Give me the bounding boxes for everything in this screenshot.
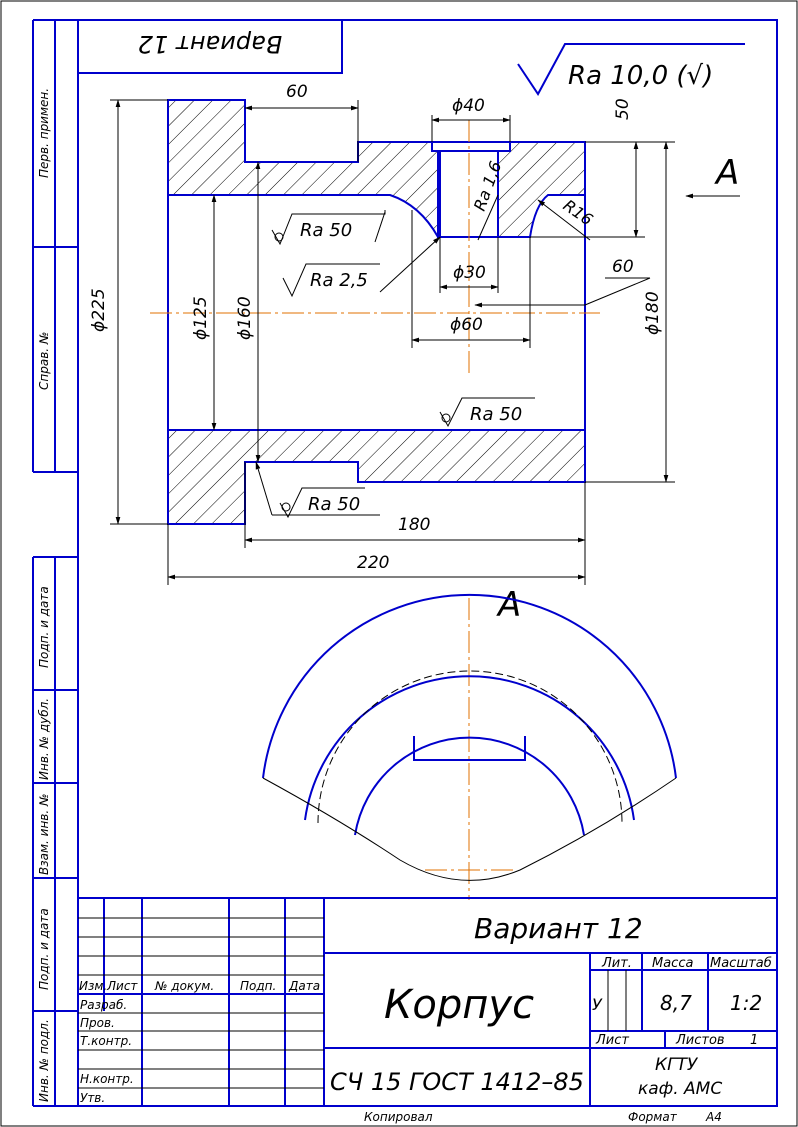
ra-50-b: Ra 50 [470, 404, 522, 425]
tb-masshtab-label: Масштаб [710, 956, 772, 971]
tb-tkontr: Т.контр. [80, 1034, 132, 1048]
tb-col-izm: Изм. [79, 979, 107, 993]
dim-60-top: 60 [286, 82, 308, 102]
tb-nkontr: Н.контр. [80, 1072, 134, 1086]
ra-50-c: Ra 50 [308, 494, 360, 515]
title-block-thin-lines [78, 917, 627, 1089]
tb-col-data: Дата [288, 979, 320, 993]
dim-50: 50 [613, 98, 633, 120]
view-arrow-label: A [714, 153, 739, 193]
footer-format: Формат [628, 1110, 678, 1124]
lower-wall-hatch [167, 429, 586, 525]
dim-220: 220 [357, 553, 389, 573]
tb-masshtab-value: 1:2 [730, 991, 762, 1015]
dim-r16: R16 [560, 196, 597, 230]
dim-180: 180 [398, 515, 430, 535]
tb-org-line1: КГТУ [655, 1055, 699, 1075]
view-a-label: A [496, 585, 521, 625]
footer-format-value: А4 [705, 1110, 722, 1124]
drawing-frame [77, 19, 778, 1107]
tb-listov-value: 1 [750, 1033, 758, 1048]
tb-razrab: Разраб. [80, 998, 127, 1012]
stamp-perv-primen: Перв. примен. [37, 88, 51, 178]
tb-variant: Вариант 12 [474, 912, 643, 945]
dim-d60: ϕ60 [450, 315, 483, 335]
dimensions-section [110, 99, 675, 585]
top-variant-box [77, 19, 343, 74]
tb-col-podp: Подп. [240, 979, 276, 993]
dim-d40: ϕ40 [452, 96, 485, 116]
stamp-inv-dubl: Инв. № дубл. [37, 698, 51, 780]
tb-lit-value: У [592, 995, 603, 1014]
stamp-podp-data-1: Подп. и дата [37, 586, 51, 668]
tb-lit-label: Лит. [601, 956, 632, 971]
hole-counterbore [431, 141, 511, 152]
title-block-lines [78, 897, 777, 1106]
tb-name: Корпус [384, 982, 534, 1028]
tb-material: СЧ 15 ГОСТ 1412–85 [330, 1068, 584, 1096]
tb-list-label: Лист [595, 1033, 629, 1048]
tb-massa-label: Масса [652, 956, 693, 971]
dim-d30: ϕ30 [453, 263, 486, 283]
dim-d160: ϕ160 [235, 296, 255, 340]
dim-d225: ϕ225 [89, 288, 109, 332]
dim-60-right: 60 [612, 257, 634, 277]
tb-massa-value: 8,7 [660, 991, 692, 1015]
dim-d180-dia: ϕ180 [643, 291, 663, 335]
ra-25: Ra 2,5 [310, 270, 368, 291]
top-variant-text: Вариант 12 [138, 30, 283, 58]
tb-utv: Утв. [80, 1091, 105, 1105]
tb-org-line2: каф. АМС [638, 1079, 722, 1099]
upper-wall-hatch [167, 99, 586, 238]
stamp-podp-data-2: Подп. и дата [37, 908, 51, 990]
tb-col-list: Лист [106, 979, 138, 993]
view-a [262, 594, 677, 900]
stamp-inv-podl: Инв. № подл. [37, 1019, 51, 1102]
tb-col-doc: № докум. [154, 979, 214, 993]
section-view [150, 99, 600, 525]
side-stamps [32, 19, 78, 1107]
roughness-marks [255, 210, 535, 519]
tb-prov: Пров. [80, 1016, 115, 1030]
stamp-vzam-inv: Взам. инв. № [37, 794, 51, 875]
general-roughness-text: Ra 10,0 (√) [568, 61, 713, 91]
tb-listov-label: Листов [675, 1033, 725, 1048]
general-roughness-sign [517, 43, 745, 96]
stamp-sprav-no: Справ. № [37, 332, 51, 390]
dim-d125: ϕ125 [191, 296, 211, 340]
ra-50-a: Ra 50 [300, 220, 352, 241]
footer-kopiroval: Копировал [364, 1110, 433, 1124]
